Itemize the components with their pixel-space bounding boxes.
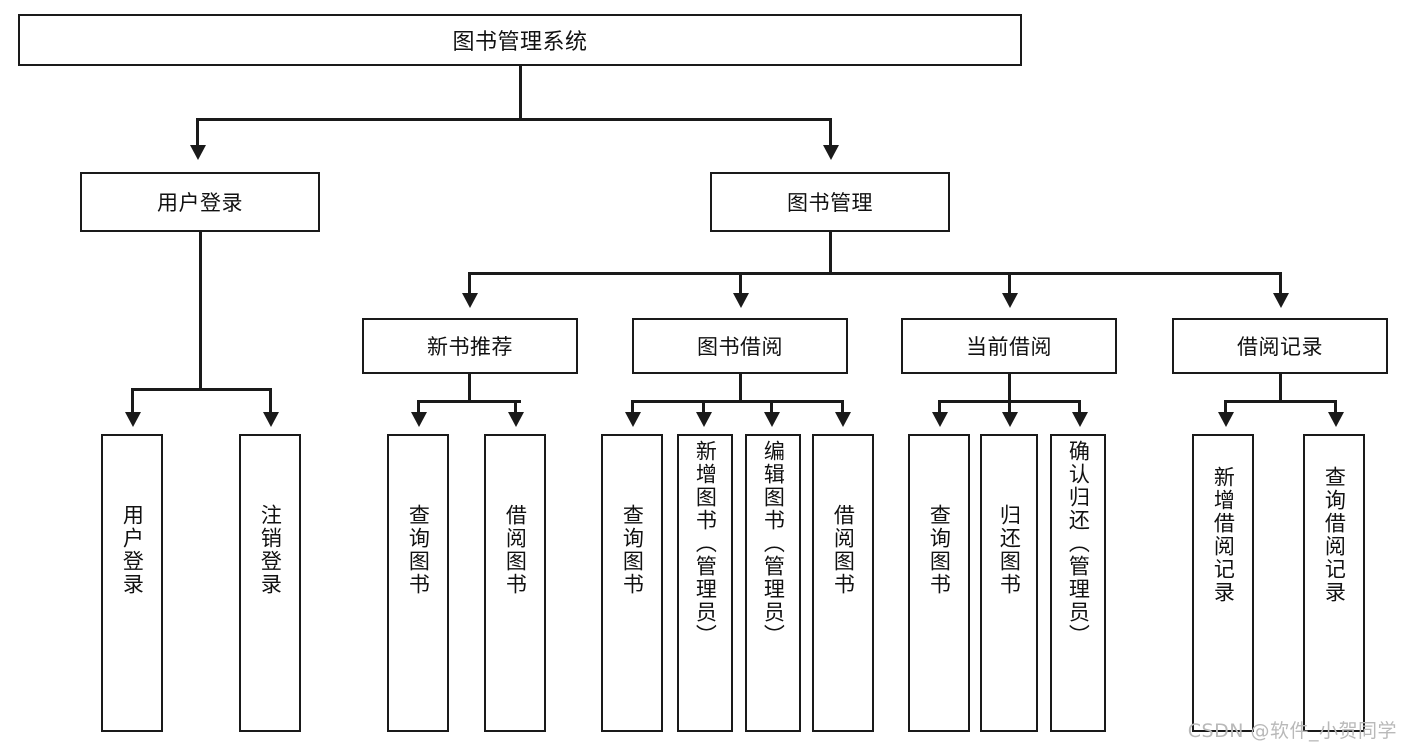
arrowhead-current-borrow [1002,293,1018,308]
node-label: 借阅记录 [1237,335,1323,359]
leaf-label: 确认归还（管理员） [1066,440,1091,647]
node-label: 图书管理系统 [452,30,588,55]
arrowhead-book-borrow-leaf-1 [625,412,641,427]
connector-borrow-record-stem [1279,374,1282,402]
arrowhead-book-borrow [733,293,749,308]
arrowhead-root-to-book-manage [823,145,839,160]
leaf-label: 借阅图书 [503,504,528,596]
leaf-node-borrow-book-recommend[interactable]: 借阅图书 [484,434,546,732]
node-label: 图书借阅 [697,335,783,359]
connector-user-login-to-leaf-1 [131,388,134,414]
leaf-node-query-book-current[interactable]: 查询图书 [908,434,970,732]
arrowhead-new-book-leaf-1 [411,412,427,427]
connector-book-manage-bus [468,272,1282,275]
connector-book-manage-stem [829,232,832,274]
connector-book-borrow-leaf-4 [841,400,844,414]
node-label: 当前借阅 [966,335,1052,359]
node-user-login[interactable]: 用户登录 [80,172,320,232]
connector-current-borrow-leaf-1 [938,400,941,414]
connector-current-borrow-leaf-2 [1008,400,1011,414]
node-borrow-record[interactable]: 借阅记录 [1172,318,1388,374]
connector-borrow-record-leaf-2 [1334,400,1337,414]
leaf-label: 新增借阅记录 [1211,466,1236,604]
arrowhead-borrow-record [1273,293,1289,308]
leaf-label: 用户登录 [120,504,145,596]
arrowhead-current-borrow-leaf-3 [1072,412,1088,427]
connector-new-book-stem [468,374,471,402]
connector-borrow-record-bus [1224,400,1336,403]
leaf-label: 编辑图书（管理员） [761,440,786,647]
leaf-node-return-book[interactable]: 归还图书 [980,434,1038,732]
leaf-label: 查询图书 [927,504,952,596]
arrowhead-current-borrow-leaf-1 [932,412,948,427]
arrowhead-book-borrow-leaf-4 [835,412,851,427]
connector-user-login-stem [199,232,202,390]
connector-root-stem [519,66,522,118]
connector-book-borrow-bus [631,400,843,403]
connector-book-manage-to-new-book [468,272,471,296]
leaf-node-user-logout[interactable]: 注销登录 [239,434,301,732]
connector-book-borrow-leaf-3 [770,400,773,414]
connector-book-borrow-leaf-1 [631,400,634,414]
arrowhead-user-login-leaf-1 [125,412,141,427]
connector-book-borrow-leaf-2 [702,400,705,414]
node-root-book-management-system[interactable]: 图书管理系统 [18,14,1022,66]
leaf-label: 查询图书 [620,504,645,596]
arrowhead-current-borrow-leaf-2 [1002,412,1018,427]
leaf-label: 新增图书（管理员） [693,440,718,647]
connector-book-borrow-stem [739,374,742,402]
node-label: 图书管理 [787,191,873,215]
leaf-label: 借阅图书 [831,504,856,596]
leaf-node-user-login[interactable]: 用户登录 [101,434,163,732]
arrowhead-borrow-record-leaf-1 [1218,412,1234,427]
leaf-label: 查询借阅记录 [1322,466,1347,604]
node-book-management[interactable]: 图书管理 [710,172,950,232]
arrowhead-new-book-leaf-2 [508,412,524,427]
node-label: 用户登录 [157,191,243,215]
arrowhead-book-borrow-leaf-2 [696,412,712,427]
node-current-borrow[interactable]: 当前借阅 [901,318,1117,374]
leaf-node-query-book-recommend[interactable]: 查询图书 [387,434,449,732]
connector-root-bus [196,118,832,121]
connector-borrow-record-leaf-1 [1224,400,1227,414]
connector-root-to-user-login [196,118,199,148]
arrowhead-borrow-record-leaf-2 [1328,412,1344,427]
connector-user-login-bus [131,388,271,391]
connector-new-book-leaf-1 [417,400,420,414]
connector-book-manage-to-borrow-record [1279,272,1282,296]
connector-current-borrow-stem [1008,374,1011,402]
arrowhead-new-book-rec [462,293,478,308]
node-label: 新书推荐 [427,335,513,359]
connector-new-book-bus [417,400,521,403]
leaf-node-add-borrow-record[interactable]: 新增借阅记录 [1192,434,1254,732]
leaf-label: 查询图书 [406,504,431,596]
leaf-node-edit-book-admin[interactable]: 编辑图书（管理员） [745,434,801,732]
connector-current-borrow-leaf-3 [1078,400,1081,414]
leaf-label: 注销登录 [258,504,283,596]
arrowhead-book-borrow-leaf-3 [764,412,780,427]
arrowhead-user-login-leaf-2 [263,412,279,427]
leaf-node-confirm-return-admin[interactable]: 确认归还（管理员） [1050,434,1106,732]
leaf-node-query-borrow-record[interactable]: 查询借阅记录 [1303,434,1365,732]
connector-user-login-to-leaf-2 [269,388,272,414]
leaf-node-add-book-admin[interactable]: 新增图书（管理员） [677,434,733,732]
arrowhead-root-to-user-login [190,145,206,160]
csdn-watermark: CSDN @软件_小贺同学 [1187,720,1397,742]
node-book-borrow[interactable]: 图书借阅 [632,318,848,374]
leaf-node-borrow-book-borrow[interactable]: 借阅图书 [812,434,874,732]
connector-root-to-book-manage [829,118,832,148]
connector-book-manage-to-book-borrow [739,272,742,296]
node-new-book-recommend[interactable]: 新书推荐 [362,318,578,374]
leaf-node-query-book-borrow[interactable]: 查询图书 [601,434,663,732]
leaf-label: 归还图书 [997,504,1022,596]
connector-new-book-leaf-2 [514,400,517,414]
connector-book-manage-to-current-borrow [1008,272,1011,296]
